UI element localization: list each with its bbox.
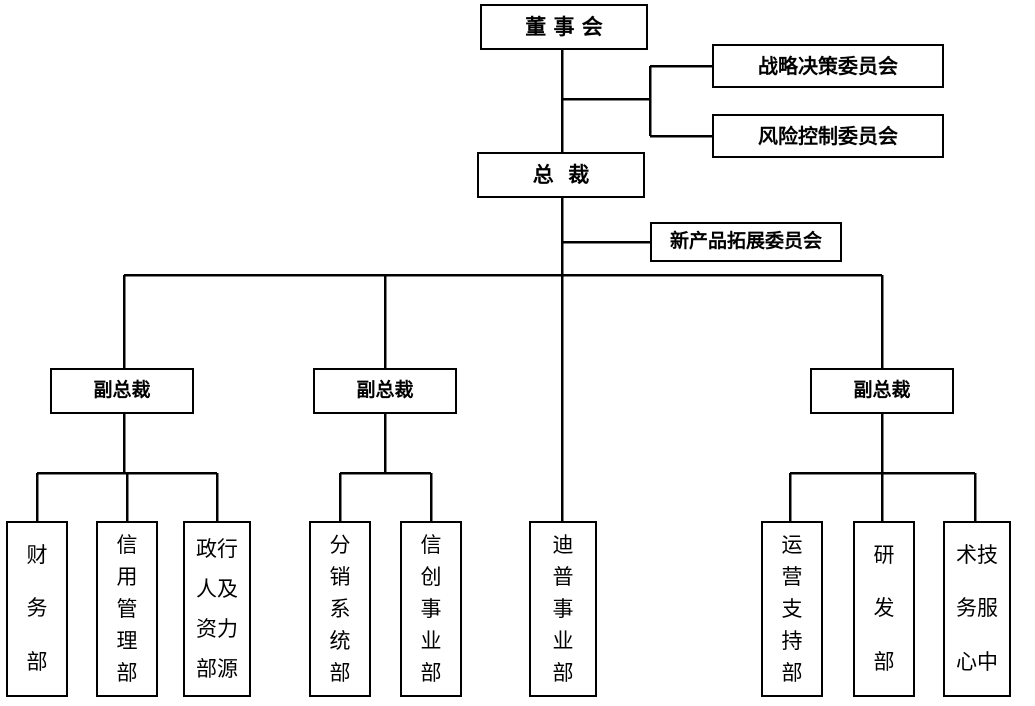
vertical-text-char: 信 xyxy=(116,532,138,557)
node-vice-president-3-label: 副总裁 xyxy=(853,379,911,402)
vertical-text-char: 资 xyxy=(196,616,217,641)
node-president-label: 总 裁 xyxy=(532,162,590,187)
vertical-text-char: 部 xyxy=(196,656,217,681)
node-dept-operation-text: 运营支持部 xyxy=(763,529,821,689)
vertical-text-column: 财务部 xyxy=(27,529,48,689)
vertical-text-column: 行及力源 xyxy=(217,529,238,689)
node-vice-president-2[interactable]: 副总裁 xyxy=(313,368,457,414)
vertical-text-char: 用 xyxy=(116,564,138,589)
vertical-text-char: 销 xyxy=(329,564,351,589)
node-dept-finance-text: 财务部 xyxy=(8,529,66,689)
node-dept-operation[interactable]: 运营支持部 xyxy=(761,521,823,697)
vertical-text-char: 发 xyxy=(873,596,895,621)
node-dept-hr-text: 行及力源政人资部 xyxy=(185,529,249,689)
vertical-text-char: 务 xyxy=(26,596,48,621)
vertical-text-char: 部 xyxy=(552,660,574,685)
node-risk-committee-label: 风险控制委员会 xyxy=(758,123,898,148)
node-dept-distribution[interactable]: 分销系统部 xyxy=(309,521,371,697)
vertical-text-char: 研 xyxy=(873,543,895,568)
vertical-text-char: 心 xyxy=(956,649,977,674)
vertical-text-char: 部 xyxy=(116,660,138,685)
vertical-text-char: 技 xyxy=(977,543,998,568)
node-dept-hr[interactable]: 行及力源政人资部 xyxy=(183,521,251,697)
vertical-text-column: 政人资部 xyxy=(196,529,217,689)
vertical-text-char: 创 xyxy=(420,564,442,589)
node-president[interactable]: 总 裁 xyxy=(477,152,645,198)
vertical-text-char: 统 xyxy=(329,628,351,653)
node-dept-dipu-text: 迪普事业部 xyxy=(531,529,595,689)
vertical-text-char: 务 xyxy=(956,596,977,621)
vertical-text-char: 财 xyxy=(26,543,48,568)
node-dept-finance[interactable]: 财务部 xyxy=(6,521,68,697)
node-risk-committee[interactable]: 风险控制委员会 xyxy=(712,114,944,158)
vertical-text-column: 运营支持部 xyxy=(782,529,803,689)
node-newproduct-committee[interactable]: 新产品拓展委员会 xyxy=(650,222,842,262)
node-dept-techservice[interactable]: 技服中术务心 xyxy=(943,521,1011,697)
vertical-text-char: 业 xyxy=(420,628,442,653)
vertical-text-char: 事 xyxy=(420,596,442,621)
node-vice-president-1-label: 副总裁 xyxy=(93,379,151,402)
node-newproduct-committee-label: 新产品拓展委员会 xyxy=(669,230,822,253)
vertical-text-char: 普 xyxy=(552,564,574,589)
node-vice-president-1[interactable]: 副总裁 xyxy=(50,368,194,414)
vertical-text-char: 中 xyxy=(977,649,998,674)
vertical-text-column: 信用管理部 xyxy=(117,529,138,689)
vertical-text-char: 服 xyxy=(977,596,998,621)
node-dept-techservice-text: 技服中术务心 xyxy=(945,529,1009,689)
vertical-text-column: 信创事业部 xyxy=(421,529,442,689)
vertical-text-char: 管 xyxy=(116,596,138,621)
vertical-text-char: 持 xyxy=(781,628,803,653)
node-dept-rd[interactable]: 研发部 xyxy=(853,521,915,697)
vertical-text-column: 技服中 xyxy=(977,529,998,689)
vertical-text-char: 部 xyxy=(329,660,351,685)
vertical-text-char: 信 xyxy=(420,532,442,557)
vertical-text-char: 部 xyxy=(26,649,48,674)
node-strategy-committee-label: 战略决策委员会 xyxy=(758,53,898,78)
vertical-text-column: 术务心 xyxy=(956,529,977,689)
vertical-text-char: 行 xyxy=(217,536,238,561)
vertical-text-char: 部 xyxy=(781,660,803,685)
node-dept-credit[interactable]: 信用管理部 xyxy=(96,521,158,697)
node-dept-rd-text: 研发部 xyxy=(855,529,913,689)
node-dept-xinchuang[interactable]: 信创事业部 xyxy=(400,521,462,697)
vertical-text-char: 迪 xyxy=(552,532,574,557)
vertical-text-char: 业 xyxy=(552,628,574,653)
vertical-text-char: 支 xyxy=(781,596,803,621)
vertical-text-char: 营 xyxy=(781,564,803,589)
vertical-text-char: 力 xyxy=(217,616,238,641)
node-dept-dipu[interactable]: 迪普事业部 xyxy=(529,521,597,697)
vertical-text-char: 系 xyxy=(329,596,351,621)
node-board-of-directors[interactable]: 董 事 会 xyxy=(480,4,648,50)
vertical-text-char: 运 xyxy=(781,532,803,557)
vertical-text-char: 分 xyxy=(329,532,351,557)
vertical-text-char: 部 xyxy=(873,649,895,674)
node-vice-president-3[interactable]: 副总裁 xyxy=(810,368,954,414)
vertical-text-char: 理 xyxy=(116,628,138,653)
vertical-text-char: 及 xyxy=(217,576,238,601)
node-dept-distribution-text: 分销系统部 xyxy=(311,529,369,689)
vertical-text-char: 源 xyxy=(217,656,238,681)
node-dept-xinchuang-text: 信创事业部 xyxy=(402,529,460,689)
vertical-text-column: 分销系统部 xyxy=(330,529,351,689)
vertical-text-column: 迪普事业部 xyxy=(553,529,574,689)
vertical-text-char: 术 xyxy=(956,543,977,568)
node-strategy-committee[interactable]: 战略决策委员会 xyxy=(712,44,944,88)
vertical-text-char: 政 xyxy=(196,536,217,561)
vertical-text-char: 事 xyxy=(552,596,574,621)
node-dept-credit-text: 信用管理部 xyxy=(98,529,156,689)
vertical-text-char: 人 xyxy=(196,576,217,601)
node-board-label: 董 事 会 xyxy=(525,14,603,39)
vertical-text-char: 部 xyxy=(420,660,442,685)
vertical-text-column: 研发部 xyxy=(874,529,895,689)
node-vice-president-2-label: 副总裁 xyxy=(356,379,414,402)
